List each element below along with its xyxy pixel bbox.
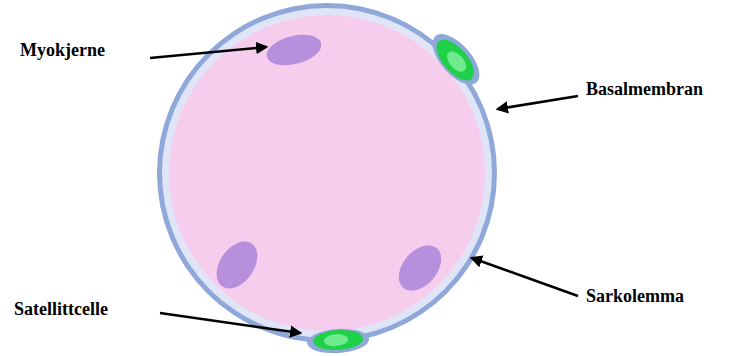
part-label: Basalmembran bbox=[586, 79, 703, 100]
myonucleus bbox=[390, 237, 449, 299]
sarcoplasm bbox=[169, 15, 485, 331]
satellite-cell bbox=[306, 327, 369, 355]
myonucleus bbox=[263, 30, 324, 71]
leader-arrow bbox=[472, 258, 578, 296]
part-label: Myokjerne bbox=[20, 40, 105, 61]
part-label: Sarkolemma bbox=[586, 286, 684, 307]
leader-arrow bbox=[160, 313, 300, 333]
myonucleus bbox=[208, 234, 266, 296]
sarcolemma bbox=[162, 8, 492, 338]
basal-membrane bbox=[157, 3, 497, 343]
part-label: Satellittcelle bbox=[14, 299, 108, 320]
satellite-cell bbox=[424, 26, 488, 92]
leader-arrow bbox=[498, 96, 578, 109]
leader-arrow bbox=[150, 47, 266, 58]
